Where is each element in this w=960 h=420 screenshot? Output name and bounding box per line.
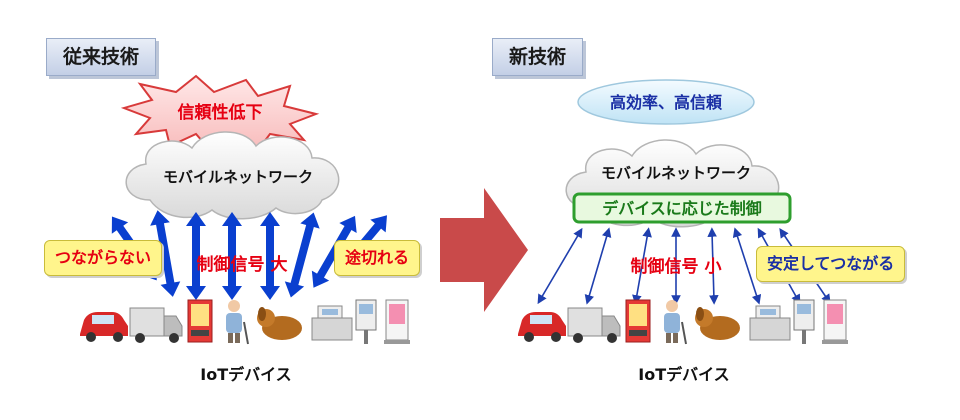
left-panel-title: 従来技術: [46, 38, 157, 76]
thick-arrow: [222, 212, 242, 300]
kiosk-icon: [384, 299, 410, 344]
left-cloud-label: モバイルネットワーク: [163, 168, 313, 186]
device-control-box: デバイスに応じた制御: [572, 192, 792, 224]
stable-callout: 安定してつながる: [756, 246, 906, 282]
left-network-cloud: モバイルネットワーク: [125, 131, 340, 220]
car-icon: [518, 312, 566, 342]
meter-icon: [793, 299, 815, 344]
meter-icon: [355, 299, 377, 344]
dog-icon: [695, 307, 740, 340]
person-icon: [664, 300, 687, 345]
thick-arrow: [150, 210, 181, 297]
vending-machine-icon: [187, 299, 213, 343]
svg-text:デバイスに応じた制御: デバイスに応じた制御: [602, 199, 762, 218]
transition-arrow: [440, 188, 528, 312]
disconnect-callout: つながらない: [44, 240, 163, 276]
kiosk-icon: [822, 299, 848, 344]
svg-text:モバイルネットワーク: モバイルネットワーク: [601, 164, 751, 182]
car-icon: [80, 312, 128, 342]
right-devices-label: IoTデバイス: [638, 365, 729, 384]
burst-label: 信頼性低下: [178, 102, 263, 123]
left-device-row: [80, 299, 410, 345]
truck-icon: [129, 307, 183, 343]
dog-icon: [257, 307, 302, 340]
interrupt-callout: 途切れる: [334, 240, 421, 276]
right-device-row: [518, 299, 848, 345]
cash-register-icon: [749, 305, 791, 341]
vending-machine-icon: [625, 299, 651, 343]
left-devices-label: IoTデバイス: [200, 365, 291, 384]
person-icon: [226, 300, 249, 345]
right-panel-title: 新技術: [492, 38, 584, 76]
efficiency-ellipse: 高効率、高信頼: [577, 79, 755, 125]
reliability-drop-burst: 信頼性低下: [120, 74, 320, 152]
thick-arrow: [260, 212, 280, 300]
thick-arrow: [186, 212, 206, 300]
right-signal-label: 制御信号小: [631, 256, 722, 277]
thick-arrow: [284, 212, 320, 298]
left-signal-label: 制御信号大: [197, 254, 288, 275]
cash-register-icon: [311, 305, 353, 341]
truck-icon: [567, 307, 621, 343]
svg-text:高効率、高信頼: 高効率、高信頼: [610, 93, 723, 112]
